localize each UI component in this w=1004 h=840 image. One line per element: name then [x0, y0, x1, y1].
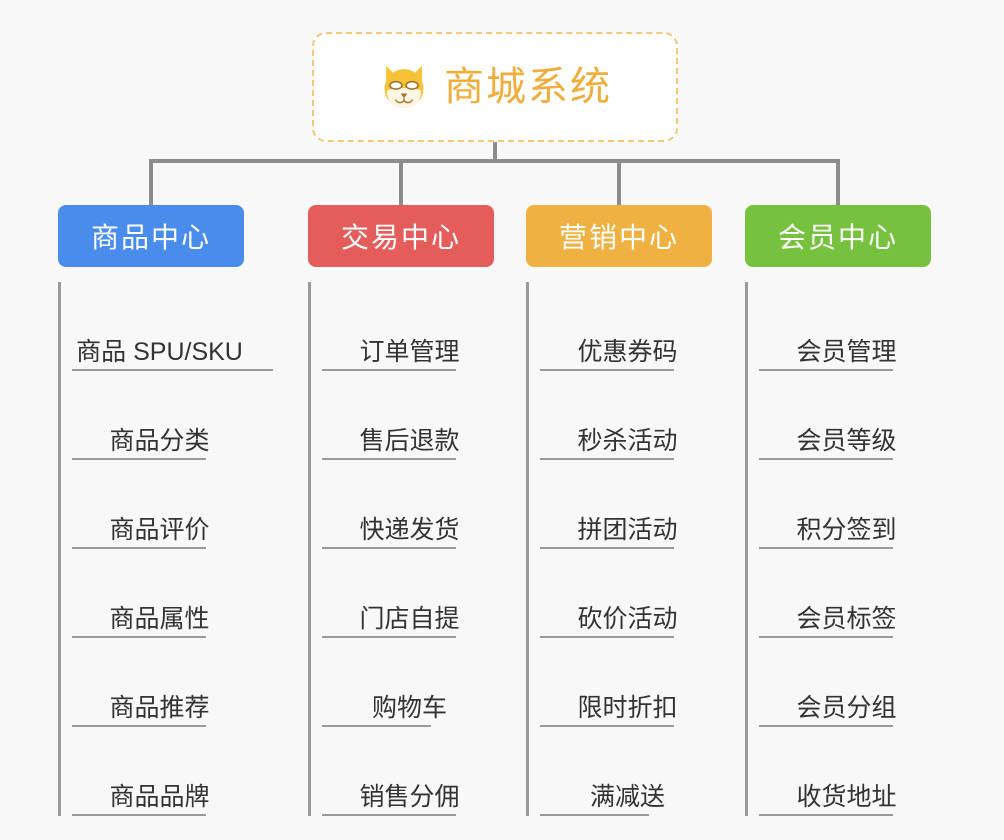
- list-item[interactable]: 优惠券码: [540, 282, 712, 371]
- leaf-list-member-center: 会员管理 会员等级 积分签到 会员标签 会员分组 收货地址: [745, 282, 931, 816]
- list-item[interactable]: 会员标签: [759, 549, 931, 638]
- leaf-list-product-center: 商品 SPU/SKU 商品分类 商品评价 商品属性 商品推荐 商品品牌: [58, 282, 273, 816]
- column-marketing-center: 营销中心 优惠券码 秒杀活动 拼团活动 砍价活动 限时折扣 满减送: [526, 205, 712, 816]
- leaf-label: 会员等级: [796, 426, 897, 455]
- leaf-label: 商品 SPU/SKU: [76, 337, 243, 366]
- leaf-label: 会员管理: [796, 337, 897, 366]
- list-item[interactable]: 积分签到: [759, 460, 931, 549]
- category-label: 会员中心: [777, 222, 898, 253]
- connector-drop-product-center: [149, 159, 153, 208]
- list-item[interactable]: 秒杀活动: [540, 371, 712, 460]
- leaf-label: 商品分类: [109, 426, 210, 455]
- leaf-list-trade-center: 订单管理 售后退款 快递发货 门店自提 购物车 销售分佣: [308, 282, 494, 816]
- leaf-underline: [540, 458, 674, 460]
- leaf-label: 满减送: [589, 782, 665, 811]
- leaf-label: 快递发货: [359, 515, 460, 544]
- list-item[interactable]: 快递发货: [322, 460, 494, 549]
- leaf-label: 门店自提: [359, 604, 460, 633]
- list-item[interactable]: 售后退款: [322, 371, 494, 460]
- list-item[interactable]: 订单管理: [322, 282, 494, 371]
- leaf-underline: [72, 636, 206, 638]
- list-item[interactable]: 会员等级: [759, 371, 931, 460]
- list-item[interactable]: 会员管理: [759, 282, 931, 371]
- list-item[interactable]: 满减送: [540, 727, 712, 816]
- leaf-underline: [72, 369, 273, 371]
- list-item[interactable]: 商品分类: [72, 371, 244, 460]
- column-product-center: 商品中心 商品 SPU/SKU 商品分类 商品评价 商品属性 商品推荐 商品品牌: [58, 205, 273, 816]
- connector-horizontal-bus: [149, 159, 840, 163]
- leaf-label: 砍价活动: [577, 604, 678, 633]
- leaf-underline: [759, 458, 893, 460]
- shiba-dog-face-icon: [384, 65, 424, 112]
- list-item[interactable]: 拼团活动: [540, 460, 712, 549]
- leaf-label: 商品评价: [109, 515, 210, 544]
- connector-drop-member-center: [836, 159, 840, 208]
- column-member-center: 会员中心 会员管理 会员等级 积分签到 会员标签 会员分组 收货地址: [745, 205, 931, 816]
- leaf-underline: [540, 369, 674, 371]
- leaf-underline: [72, 458, 206, 460]
- leaf-label: 拼团活动: [577, 515, 678, 544]
- list-item[interactable]: 商品 SPU/SKU: [72, 282, 273, 371]
- leaf-underline: [540, 636, 674, 638]
- leaf-underline: [759, 369, 893, 371]
- leaf-underline: [759, 547, 893, 549]
- leaf-underline: [322, 725, 431, 727]
- list-item[interactable]: 限时折扣: [540, 638, 712, 727]
- root-title: 商城系统: [444, 65, 612, 109]
- list-item[interactable]: 商品属性: [72, 549, 244, 638]
- list-item[interactable]: 商品评价: [72, 460, 244, 549]
- leaf-label: 会员分组: [796, 693, 897, 722]
- list-item[interactable]: 商品品牌: [72, 727, 244, 816]
- leaf-label: 销售分佣: [359, 782, 460, 811]
- leaf-label: 积分签到: [796, 515, 897, 544]
- leaf-label: 商品推荐: [109, 693, 210, 722]
- leaf-underline: [322, 547, 456, 549]
- list-item[interactable]: 销售分佣: [322, 727, 494, 816]
- leaf-label: 商品属性: [109, 604, 210, 633]
- leaf-label: 会员标签: [796, 604, 897, 633]
- root-node[interactable]: 商城系统: [312, 32, 678, 142]
- leaf-underline: [759, 725, 893, 727]
- leaf-label: 购物车: [371, 693, 447, 722]
- leaf-underline: [72, 725, 206, 727]
- connector-drop-marketing-center: [617, 159, 621, 208]
- list-item[interactable]: 商品推荐: [72, 638, 244, 727]
- leaf-label: 秒杀活动: [577, 426, 678, 455]
- leaf-underline: [759, 814, 893, 816]
- list-item[interactable]: 会员分组: [759, 638, 931, 727]
- leaf-underline: [322, 636, 456, 638]
- category-label: 交易中心: [340, 222, 461, 253]
- connector-root-drop: [493, 142, 497, 161]
- category-label: 营销中心: [558, 222, 679, 253]
- leaf-list-marketing-center: 优惠券码 秒杀活动 拼团活动 砍价活动 限时折扣 满减送: [526, 282, 712, 816]
- leaf-underline: [759, 636, 893, 638]
- leaf-label: 优惠券码: [577, 337, 678, 366]
- column-trade-center: 交易中心 订单管理 售后退款 快递发货 门店自提 购物车 销售分佣: [308, 205, 494, 816]
- leaf-label: 订单管理: [359, 337, 460, 366]
- category-header-trade-center[interactable]: 交易中心: [308, 205, 494, 267]
- leaf-underline: [540, 814, 649, 816]
- leaf-underline: [540, 725, 674, 727]
- leaf-label: 售后退款: [359, 426, 460, 455]
- leaf-underline: [540, 547, 674, 549]
- category-header-marketing-center[interactable]: 营销中心: [526, 205, 712, 267]
- category-header-member-center[interactable]: 会员中心: [745, 205, 931, 267]
- leaf-label: 商品品牌: [109, 782, 210, 811]
- category-columns: 商品中心 商品 SPU/SKU 商品分类 商品评价 商品属性 商品推荐 商品品牌…: [0, 205, 1004, 840]
- category-header-product-center[interactable]: 商品中心: [58, 205, 244, 267]
- leaf-underline: [322, 369, 456, 371]
- leaf-underline: [322, 814, 456, 816]
- leaf-underline: [72, 547, 206, 549]
- category-label: 商品中心: [90, 222, 211, 253]
- list-item[interactable]: 购物车: [322, 638, 494, 727]
- connector-drop-trade-center: [399, 159, 403, 208]
- list-item[interactable]: 收货地址: [759, 727, 931, 816]
- list-item[interactable]: 门店自提: [322, 549, 494, 638]
- leaf-underline: [322, 458, 456, 460]
- leaf-label: 收货地址: [796, 782, 897, 811]
- leaf-label: 限时折扣: [577, 693, 678, 722]
- leaf-underline: [72, 814, 206, 816]
- list-item[interactable]: 砍价活动: [540, 549, 712, 638]
